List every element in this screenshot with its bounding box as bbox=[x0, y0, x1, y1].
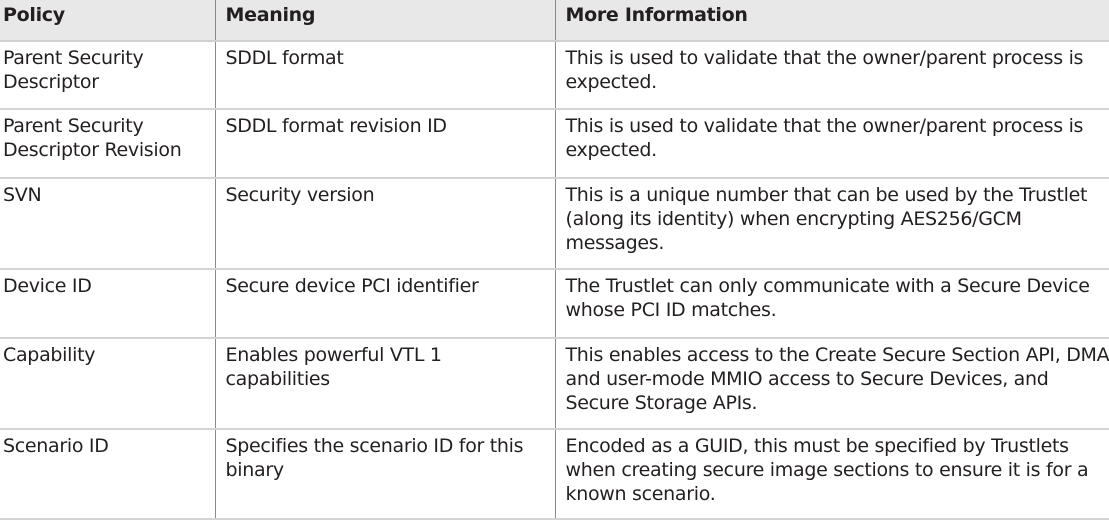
info-cell: This enables access to the Create Secure… bbox=[554, 338, 1109, 430]
table-row: Parent Security Descriptor Revision SDDL… bbox=[0, 109, 1109, 179]
policy-cell: Parent Security Descriptor Revision bbox=[0, 109, 215, 179]
policy-cell: Capability bbox=[0, 338, 215, 430]
meaning-cell: SDDL format revision ID bbox=[214, 109, 555, 179]
info-cell: This is used to validate that the owner/… bbox=[554, 41, 1109, 110]
table-row: SVN Security version This is a unique nu… bbox=[0, 178, 1109, 270]
header-policy: Policy bbox=[0, 0, 215, 42]
header-row: Policy Meaning More Information bbox=[0, 0, 1109, 42]
policy-cell: Device ID bbox=[0, 269, 215, 339]
table-row: Capability Enables powerful VTL 1 capabi… bbox=[0, 338, 1109, 430]
info-cell: This is a unique number that can be used… bbox=[554, 178, 1109, 270]
info-cell: The Trustlet can only communicate with a… bbox=[554, 269, 1109, 339]
meaning-cell: Enables powerful VTL 1 capabilities bbox=[214, 338, 555, 430]
meaning-cell: Specifies the scenario ID for this binar… bbox=[214, 429, 555, 520]
table-row: Parent Security Descriptor SDDL format T… bbox=[0, 41, 1109, 110]
policy-cell: SVN bbox=[0, 178, 215, 270]
info-cell: This is used to validate that the owner/… bbox=[554, 109, 1109, 179]
table-row: Scenario ID Specifies the scenario ID fo… bbox=[0, 429, 1109, 520]
policy-cell: Parent Security Descriptor bbox=[0, 41, 215, 110]
meaning-cell: Secure device PCI identifier bbox=[214, 269, 555, 339]
info-cell: Encoded as a GUID, this must be specifie… bbox=[554, 429, 1109, 520]
header-meaning: Meaning bbox=[214, 0, 555, 42]
policy-cell: Scenario ID bbox=[0, 429, 215, 520]
table-row: Device ID Secure device PCI identifier T… bbox=[0, 269, 1109, 339]
header-more-information: More Information bbox=[554, 0, 1109, 42]
meaning-cell: Security version bbox=[214, 178, 555, 270]
meaning-cell: SDDL format bbox=[214, 41, 555, 110]
